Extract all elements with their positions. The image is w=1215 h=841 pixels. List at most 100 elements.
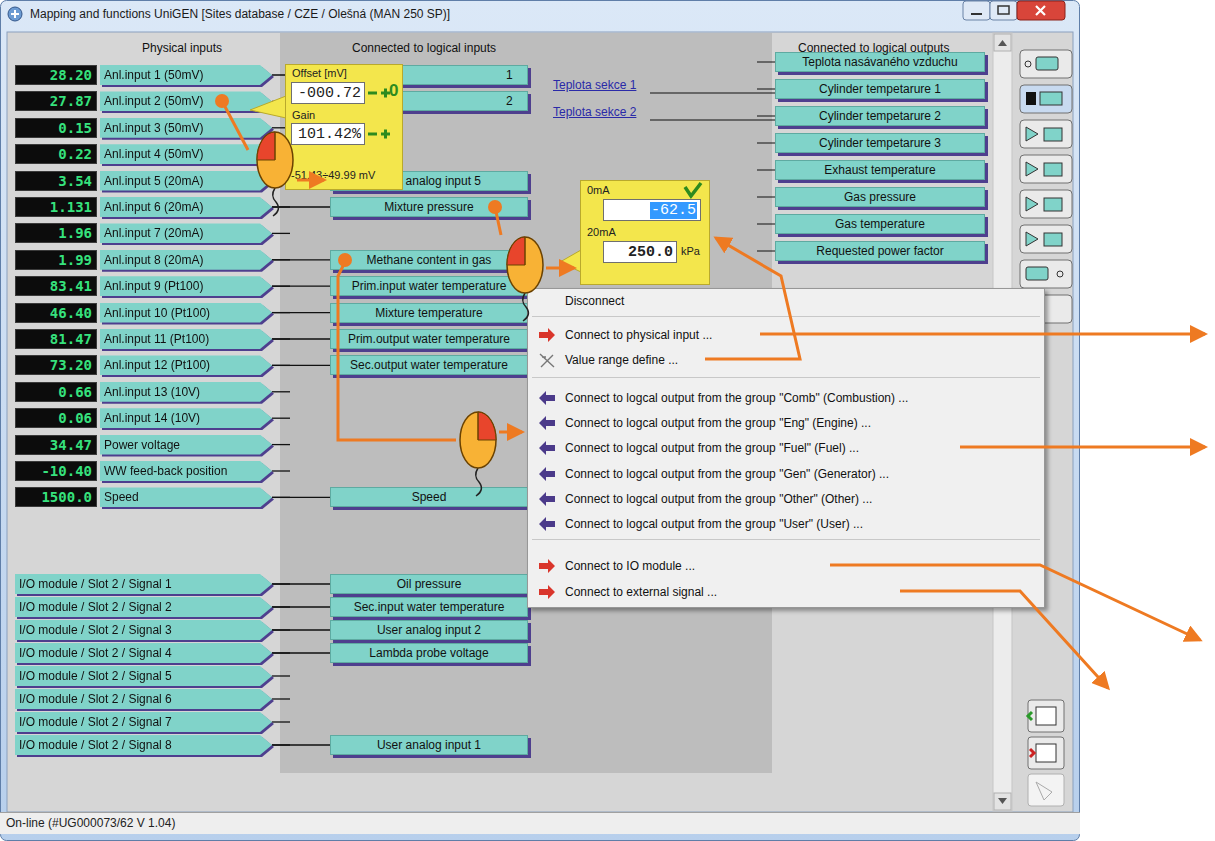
physical-input: Anl.input 4 (50mV) [100,144,272,164]
signal-link: Teplota sekce 1 [553,78,636,92]
physical-input: WW feed-back position [100,461,272,481]
logical-input: Mixture pressure [330,197,528,217]
field-caption: 0mA [587,184,610,196]
logical-output: Cylinder tempetarure 2 [775,106,985,126]
logical-input: Sec.input water temperature [330,597,528,617]
physical-input-text: Anl.input 14 (10V) [104,411,200,425]
client-area [7,32,1073,812]
logical-input-text: Sec.input water temperature [354,600,505,614]
input-shape: Anl.input 13 (10V) [100,382,272,402]
logical-input-text: Sec.output water temperature [350,358,508,372]
title-bar: Mapping and functions UniGEN [Sites data… [0,0,940,30]
io-signal-text: I/O module / Slot 2 / Signal 4 [19,646,172,660]
input-shape: WW feed-back position [100,461,272,481]
box-text-fragment: 2 [506,94,513,108]
input-shape: I/O module / Slot 2 / Signal 8 [15,735,272,755]
physical-input-text: Anl.input 11 (Pt100) [104,332,209,346]
box-text-fragment: 1 [506,68,513,82]
logical-input: Prim.output water temperature [330,329,528,349]
field-caption: Gain [292,109,315,121]
mapping-connector [272,606,330,607]
lcd-value-text: 0.22 [58,146,92,162]
logical-output: Teplota nasávaného vzduchu [775,52,985,72]
logical-input-text: Mixture temperature [375,306,482,320]
lcd-value-text: 3.54 [58,173,92,189]
logical-input-text: Lambda probe voltage [369,646,488,660]
logical-output-text: Cylinder tempetarure 2 [819,109,941,123]
input-shape: Power voltage [100,435,272,455]
physical-input-text: Anl.input 12 (Pt100) [104,358,210,372]
logical-input: Speed [330,487,528,507]
io-signal-text: I/O module / Slot 2 / Signal 6 [19,692,172,706]
range-popup: -62.5 250.0 0mA20mAkPa [580,180,710,285]
physical-input: Anl.input 5 (20mA) [100,171,272,191]
stub-wire [272,470,290,471]
status-text: On-line (#UG000073/62 V 1.04) [6,816,175,830]
lcd-value-text: 27.87 [50,93,92,109]
input-shape: Anl.input 10 (Pt100) [100,303,272,323]
physical-input: Anl.input 12 (Pt100) [100,355,272,375]
physical-input: Anl.input 1 (50mV) [100,65,272,85]
menu-item: Value range define ... [565,351,678,369]
column-header: Connected to logical inputs [352,41,496,55]
io-signal: I/O module / Slot 2 / Signal 2 [15,597,272,617]
menu-item: Connect to logcal output from the group … [565,414,871,432]
gain-field: 101.42% [291,123,365,145]
logical-input: User analog input 1 [330,735,528,755]
physical-input: Anl.input 13 (10V) [100,382,272,402]
logical-input: Oil pressure [330,574,528,594]
physical-input-text: Anl.input 1 (50mV) [104,68,203,82]
window-buttons [963,1,1065,20]
physical-input-text: Anl.input 2 (50mV) [104,94,203,108]
io-signal: I/O module / Slot 2 / Signal 4 [15,643,272,663]
menu-item: Connect to IO module ... [565,557,695,575]
lcd-value: 1500.0 [15,487,97,507]
io-signal: I/O module / Slot 2 / Signal 1 [15,574,272,594]
io-signal: I/O module / Slot 2 / Signal 7 [15,712,272,732]
mapping-connector [272,652,330,653]
logical-output: Gas pressure [775,187,985,207]
physical-input-text: Anl.input 9 (Pt100) [104,279,203,293]
input-shape: Anl.input 1 (50mV) [100,65,272,85]
logical-output-text: Gas pressure [844,190,916,204]
io-signal-text: I/O module / Slot 2 / Signal 5 [19,669,172,683]
physical-input: Power voltage [100,435,272,455]
input-shape: Anl.input 6 (20mA) [100,197,272,217]
menu-item: Connect to external signal ... [565,583,717,601]
input-shape: I/O module / Slot 2 / Signal 4 [15,643,272,663]
column-header: Connected to logical outputs [798,41,949,55]
lcd-value: 81.47 [15,329,97,349]
lcd-value: 73.20 [15,355,97,375]
physical-input-text: Anl.input 4 (50mV) [104,147,203,161]
menu-item: Connect to logcal output from the group … [565,465,889,483]
field-value: 250.0 [628,244,673,261]
lcd-value: 0.15 [15,118,97,138]
logical-output: Gas temperature [775,214,985,234]
reset-button: 0 [389,81,398,101]
physical-input-text: Speed [104,490,139,504]
physical-input-text: Power voltage [104,438,180,452]
logical-output-text: Exhaust temperature [824,163,935,177]
range-text: -51.43÷49.99 mV [291,169,375,181]
lcd-value-text: 1.99 [58,252,92,268]
logical-input-text: Methane content in gas [367,253,492,267]
input-shape: Speed [100,487,272,507]
app-icon [8,7,22,21]
input-shape: I/O module / Slot 2 / Signal 2 [15,597,272,617]
mapping-connector [272,259,330,260]
field-caption: 20mA [587,226,616,238]
logical-output-text: Teplota nasávaného vzduchu [802,55,957,69]
lcd-value: -10.40 [15,461,97,481]
signal-link: Teplota sekce 2 [553,105,636,119]
logical-input: Methane content in gas [330,250,528,270]
logical-output: Requested power factor [775,241,985,261]
logical-input: Lambda probe voltage [330,643,528,663]
physical-input: Anl.input 11 (Pt100) [100,329,272,349]
io-signal: I/O module / Slot 2 / Signal 3 [15,620,272,640]
physical-input: Anl.input 2 (50mV) [100,91,272,111]
logical-input-text: Prim.input water temperature [352,279,507,293]
logical-input-text: User analog input 2 [377,623,481,637]
logical-input-text: Oil pressure [397,577,462,591]
physical-input-text: Anl.input 7 (20mA) [104,226,203,240]
